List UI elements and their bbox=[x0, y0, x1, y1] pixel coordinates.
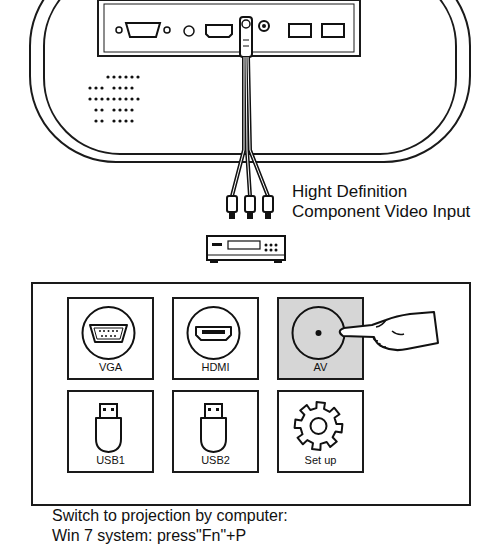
setup-tile: Set up bbox=[277, 390, 364, 473]
usb-tile: USB2 bbox=[172, 390, 259, 473]
menu-panel bbox=[32, 283, 470, 505]
tile-label: USB2 bbox=[174, 454, 257, 466]
tile-label: VGA bbox=[69, 361, 152, 373]
hdmi-tile: HDMI bbox=[172, 297, 259, 380]
vga-tile: VGA bbox=[67, 297, 154, 380]
note-text: Win 7 system: press"Fn"+P bbox=[52, 526, 492, 545]
tile-label: HDMI bbox=[174, 361, 257, 373]
audio-jack bbox=[259, 21, 269, 31]
note-text: Switch to projection by computer: bbox=[52, 506, 492, 525]
tile-label: Set up bbox=[279, 454, 362, 466]
tile-label: USB1 bbox=[69, 454, 152, 466]
av-tile: AV bbox=[277, 297, 364, 380]
vga-port bbox=[126, 23, 160, 37]
hdmi-port bbox=[206, 25, 232, 37]
usb-port bbox=[289, 24, 311, 37]
dvd-player bbox=[207, 236, 285, 263]
port-panel-inner bbox=[104, 4, 354, 52]
usb-port bbox=[322, 24, 344, 37]
speaker-grille bbox=[88, 75, 139, 122]
tile-label: AV bbox=[279, 361, 362, 373]
ir-sensor bbox=[184, 26, 194, 36]
input-caption: Hight Definition Component Video Input bbox=[292, 182, 497, 222]
usb-tile: USB1 bbox=[67, 390, 154, 473]
port-panel bbox=[98, 0, 360, 56]
av-cable bbox=[227, 17, 273, 219]
